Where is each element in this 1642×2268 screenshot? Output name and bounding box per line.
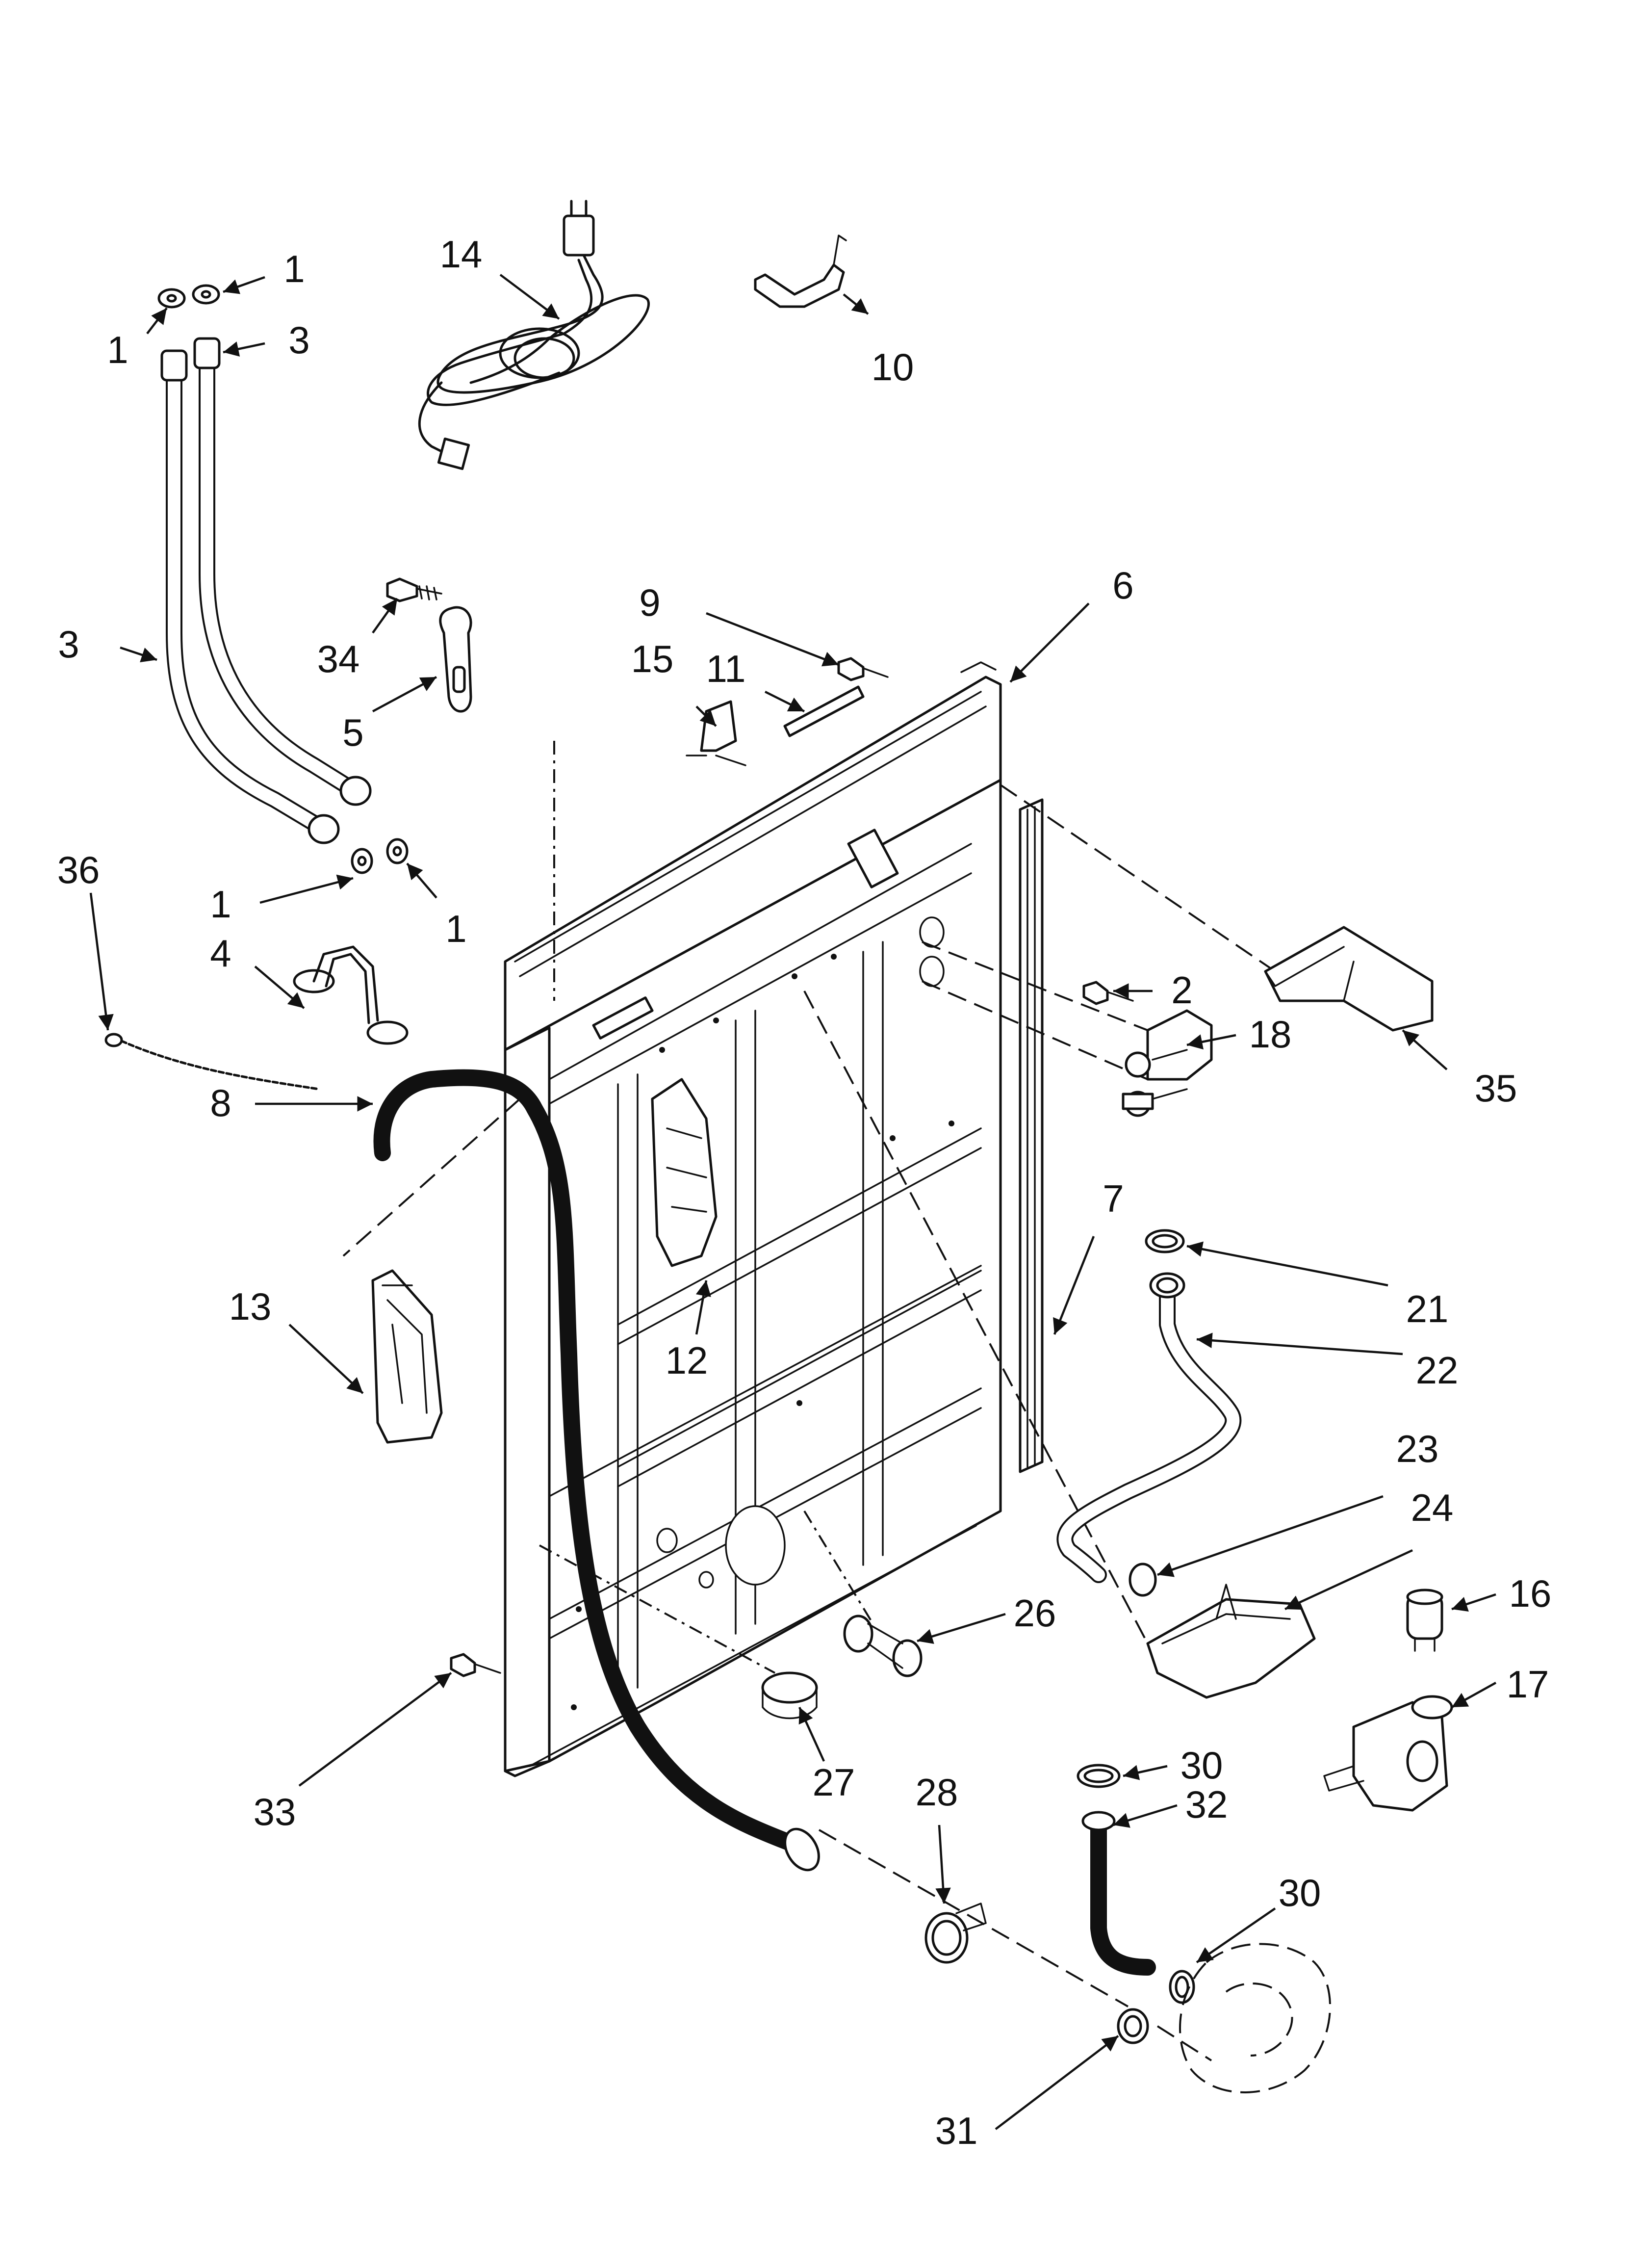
plug-26 xyxy=(843,1615,923,1677)
tie-strap-36 xyxy=(104,1033,320,1091)
callout-1c: 1 xyxy=(210,883,231,926)
rear-panel xyxy=(504,661,1002,1777)
callout-15: 15 xyxy=(631,637,674,680)
part-24 xyxy=(1146,1584,1316,1699)
washers xyxy=(157,284,409,874)
screw-2 xyxy=(1082,981,1134,1005)
pump-outline xyxy=(1179,1943,1331,2093)
side-strip xyxy=(1019,798,1044,1473)
inlet-hoses xyxy=(160,337,372,844)
callout-12: 12 xyxy=(666,1339,708,1382)
clamp-23 xyxy=(1129,1563,1157,1597)
leader-lines xyxy=(89,274,1497,2130)
callout-1a: 1 xyxy=(283,247,305,290)
clamp-31 xyxy=(1117,2008,1149,2044)
clamp-4 xyxy=(293,945,409,1045)
callout-8: 8 xyxy=(210,1081,231,1124)
bracket-10 xyxy=(754,235,847,308)
callout-7: 7 xyxy=(1103,1177,1124,1220)
callout-1b: 1 xyxy=(107,328,128,371)
drain-hose xyxy=(373,1069,820,1872)
callout-26: 26 xyxy=(1014,1591,1056,1635)
strip-11 xyxy=(783,685,865,737)
cover-13 xyxy=(371,1269,443,1444)
callout-6: 6 xyxy=(1112,564,1133,607)
water-valve-18 xyxy=(1122,1009,1213,1117)
callout-27: 27 xyxy=(813,1761,855,1804)
clamp-30-top xyxy=(1077,1764,1121,1788)
pump-17 xyxy=(1323,1695,1453,1812)
power-cord xyxy=(418,200,650,470)
part-35 xyxy=(1264,926,1434,1032)
callout-11: 11 xyxy=(706,647,746,690)
callout-3a: 3 xyxy=(288,318,309,362)
screw-33 xyxy=(450,1653,501,1677)
callout-30b: 30 xyxy=(1279,1871,1321,1914)
switch-15 xyxy=(686,700,746,766)
callout-35: 35 xyxy=(1475,1067,1517,1110)
hose-32 xyxy=(1081,1811,1156,1976)
callout-28: 28 xyxy=(916,1771,958,1814)
callout-1d: 1 xyxy=(445,907,466,950)
callout-14: 14 xyxy=(440,233,483,276)
callout-34: 34 xyxy=(317,637,360,680)
callout-9: 9 xyxy=(639,581,660,624)
clamp-30-bottom xyxy=(1169,1970,1195,2004)
callout-13: 13 xyxy=(229,1285,272,1328)
screw-34 xyxy=(386,577,442,602)
callout-18: 18 xyxy=(1249,1013,1292,1056)
callout-32: 32 xyxy=(1185,1783,1228,1826)
clamp-27 xyxy=(761,1671,818,1720)
callout-3b: 3 xyxy=(58,623,79,666)
callout-10: 10 xyxy=(872,345,914,389)
bracket-12 xyxy=(651,1078,718,1267)
capacitor-16 xyxy=(1406,1589,1443,1652)
callout-2: 2 xyxy=(1171,968,1192,1012)
strap-5 xyxy=(439,606,472,713)
clamp-28 xyxy=(924,1903,987,1964)
callout-23: 23 xyxy=(1396,1427,1439,1470)
callout-21: 21 xyxy=(1406,1287,1449,1330)
callout-24: 24 xyxy=(1411,1486,1454,1529)
callout-5: 5 xyxy=(342,711,363,754)
callout-17: 17 xyxy=(1507,1663,1549,1706)
callout-4: 4 xyxy=(210,932,231,975)
callout-16: 16 xyxy=(1509,1572,1552,1615)
callout-33: 33 xyxy=(254,1790,296,1833)
callout-22: 22 xyxy=(1416,1349,1459,1392)
hose-22 xyxy=(1056,1272,1242,1583)
callout-36: 36 xyxy=(57,848,100,891)
screw-9 xyxy=(837,657,889,681)
callout-31: 31 xyxy=(935,2109,978,2152)
clamp-21 xyxy=(1145,1229,1185,1253)
callout-30a: 30 xyxy=(1180,1744,1223,1787)
